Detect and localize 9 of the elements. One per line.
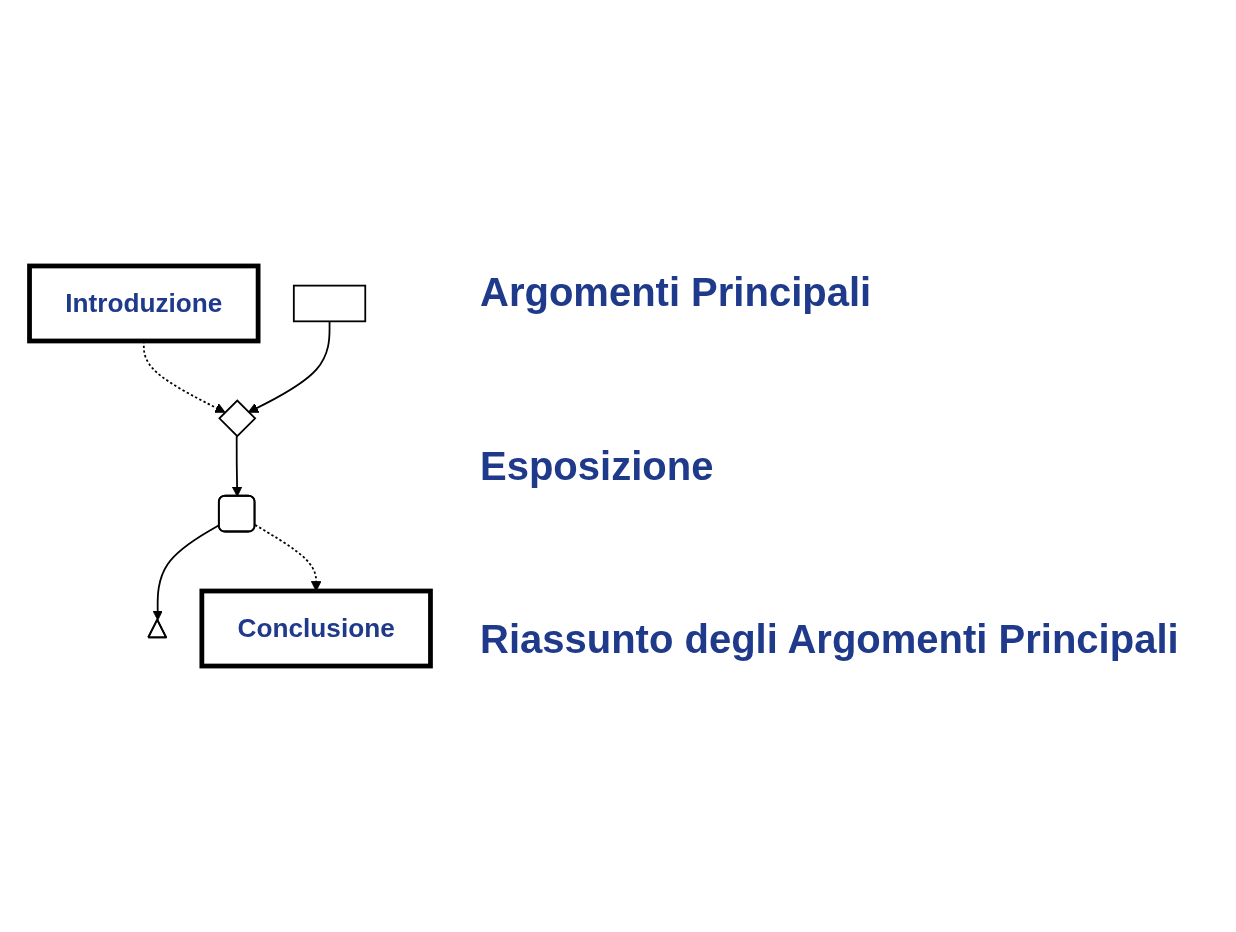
node-box: Introduzione: [27, 263, 261, 344]
arrow: [248, 320, 331, 413]
section-heading: Riassunto degli Argomenti Principali: [480, 617, 1179, 662]
node-box: [292, 284, 367, 323]
section-heading: Argomenti Principali: [480, 270, 872, 315]
arrow: [231, 435, 243, 497]
node-diamond: [218, 399, 257, 438]
section-heading: Esposizione: [480, 443, 714, 489]
node-box: Conclusione: [199, 588, 433, 669]
